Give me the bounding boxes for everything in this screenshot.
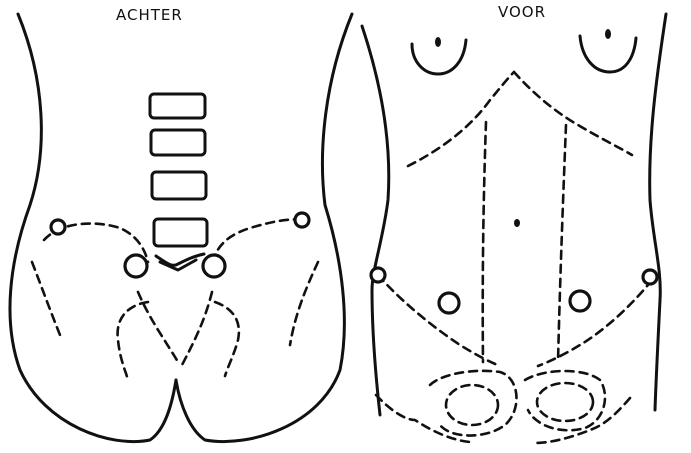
back-right-lower-buttock-line: [215, 302, 239, 376]
back-right-iliac-crest-line: [212, 219, 300, 262]
vertebra-4: [154, 219, 207, 246]
right-breast-outline: [580, 36, 636, 72]
front-right-rib-margin-line: [514, 72, 632, 155]
back-torso-left-outline: [10, 14, 176, 442]
navel: [514, 219, 520, 227]
left-nipple: [435, 37, 441, 47]
front-left-hip-ring: [371, 268, 385, 282]
front-left-vertical-line: [483, 122, 486, 362]
front-left-rib-margin-line: [408, 72, 514, 166]
front-right-inner-oval: [537, 383, 593, 421]
back-view: [10, 14, 352, 442]
vertebra-2: [151, 130, 205, 155]
back-left-sacral-ring: [125, 255, 147, 277]
front-right-abdominal-ring: [570, 291, 590, 311]
front-right-inguinal-line: [538, 280, 652, 366]
vertebra-3: [152, 172, 206, 199]
front-right-outer-pelvic-line: [535, 398, 630, 443]
front-torso-left-outline: [362, 26, 389, 415]
back-right-sacral-ring: [203, 255, 225, 277]
back-right-buttock-line: [182, 292, 212, 365]
front-left-inner-oval: [446, 385, 498, 425]
front-right-vertical-line: [558, 125, 566, 362]
back-left-lower-buttock-line: [118, 302, 148, 380]
back-right-flank-line: [290, 262, 318, 345]
vertebra-1: [150, 94, 205, 118]
front-right-hip-ring: [643, 270, 657, 284]
back-right-crest-ring: [295, 213, 309, 227]
front-view: [362, 14, 666, 443]
right-nipple: [605, 29, 611, 39]
front-left-abdominal-ring: [439, 293, 459, 313]
front-torso-right-outline: [650, 14, 666, 410]
back-left-flank-line: [32, 262, 60, 335]
back-left-crest-ring: [51, 220, 65, 234]
